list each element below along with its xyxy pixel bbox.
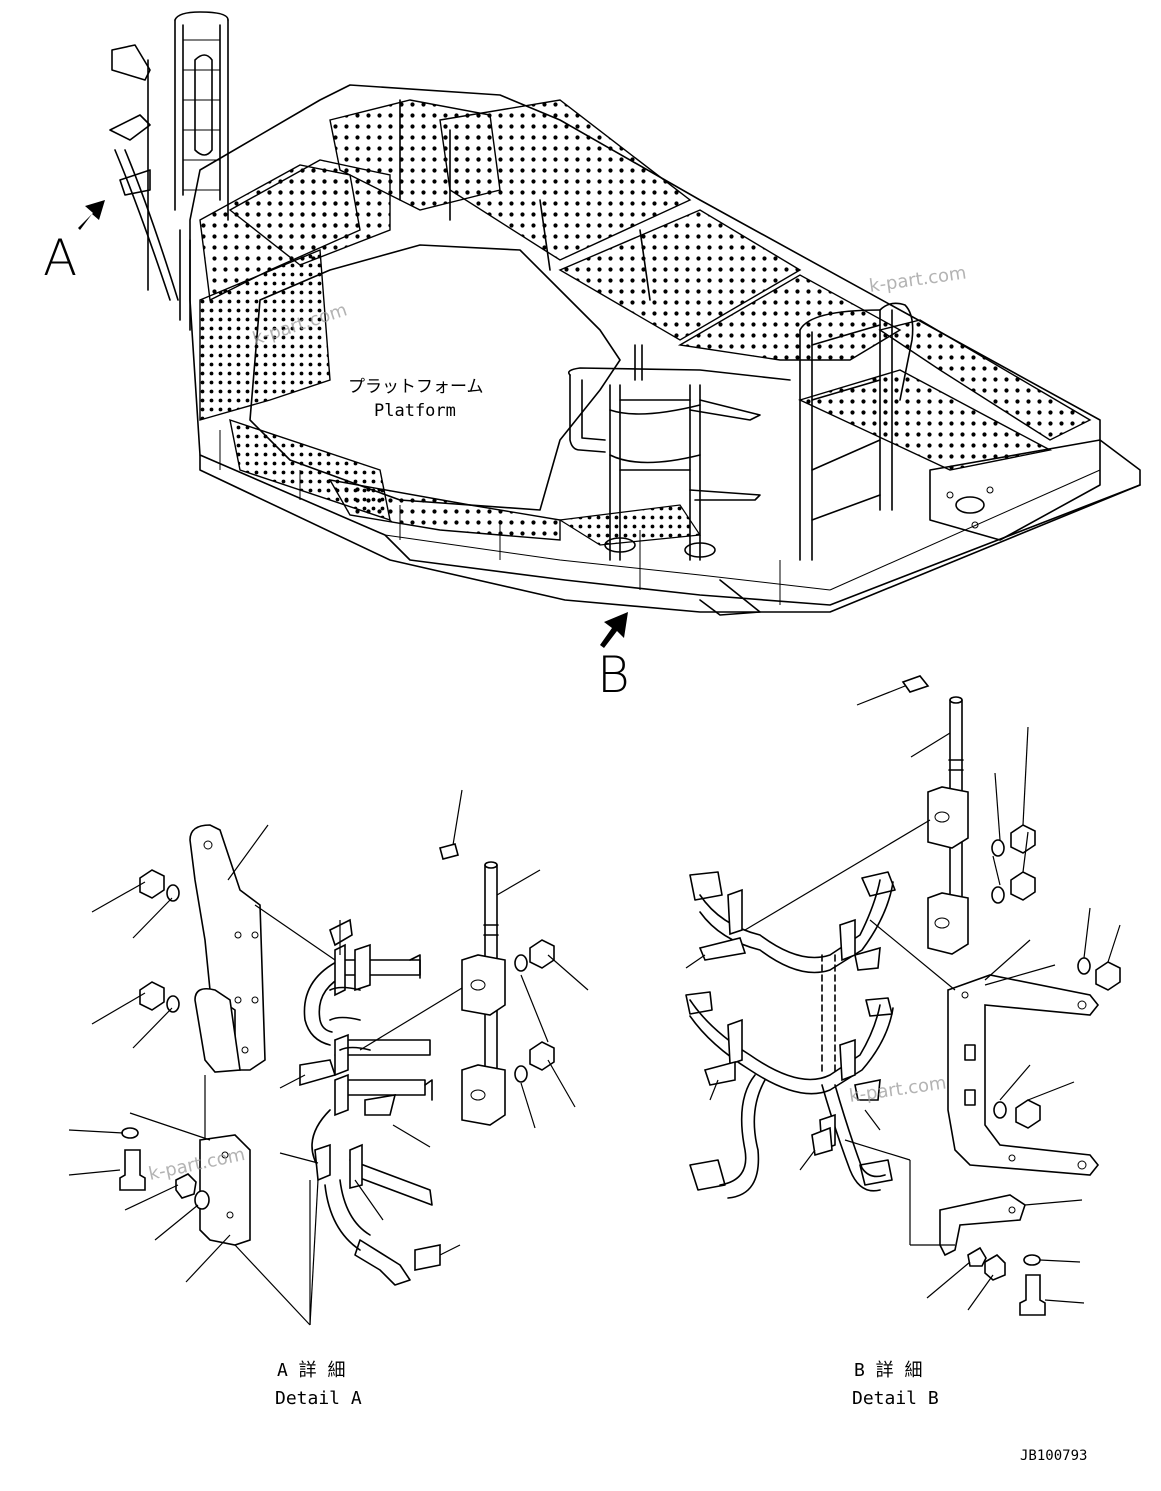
detail-a-leaders	[68, 789, 589, 1326]
detail-b-leaders	[685, 685, 1121, 1311]
watermark: k-part.com	[868, 263, 968, 297]
platform-label-jp: プラットフォーム	[348, 377, 484, 397]
callout-a-label: A	[43, 229, 77, 287]
drawing-number: JB100793	[1020, 1448, 1087, 1464]
detail-a-exploded-view	[119, 824, 555, 1286]
detail-b-title-jp: B 詳 細	[854, 1360, 923, 1381]
view-direction-arrow-icon	[78, 200, 105, 230]
detail-b-title-en: Detail B	[852, 1388, 939, 1409]
detail-a-title-jp: A 詳 細	[277, 1360, 346, 1381]
watermark: k-part.com	[848, 1073, 948, 1107]
pole-a	[439, 843, 506, 1126]
platform-label-en: Platform	[374, 401, 456, 421]
handrail-b	[567, 302, 914, 561]
ladder-a	[109, 11, 229, 331]
detail-a-title-en: Detail A	[275, 1388, 362, 1409]
detail-b-exploded-view	[685, 675, 1121, 1316]
callout-b-label: B	[597, 646, 630, 704]
platform-assembly	[78, 11, 1141, 648]
view-direction-arrow-icon	[600, 612, 628, 648]
